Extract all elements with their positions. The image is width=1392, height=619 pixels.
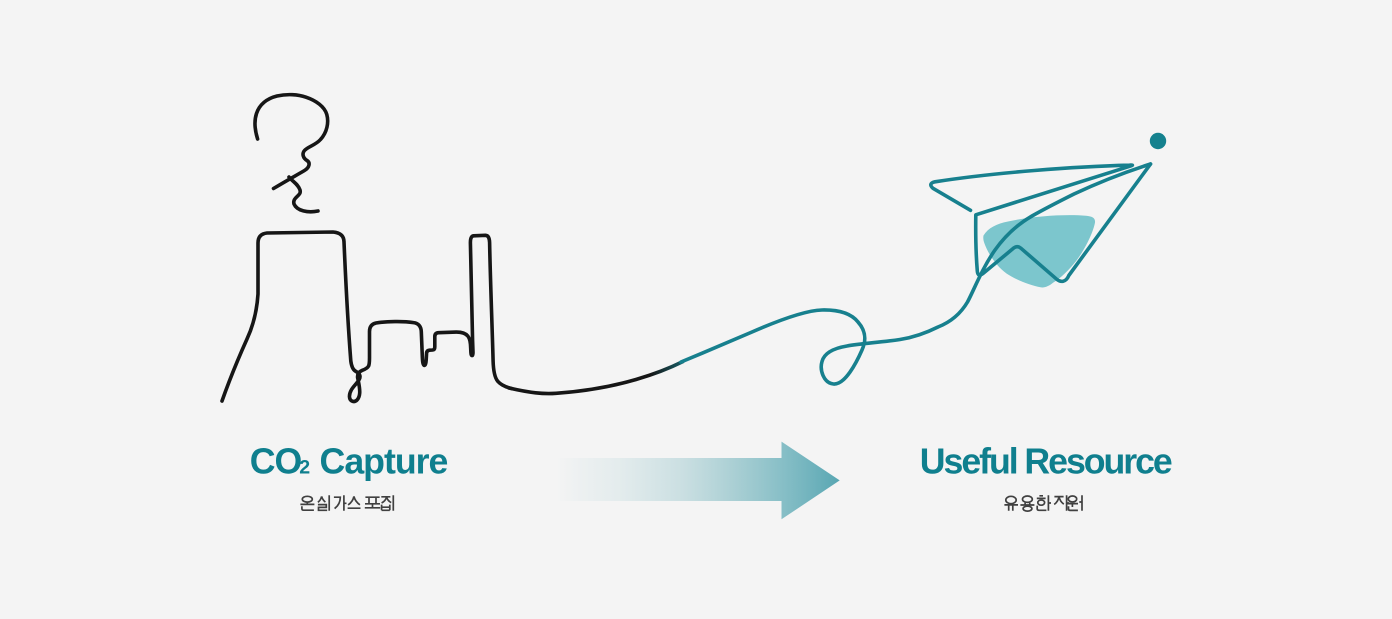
svg-text:CO2 Capture: CO2 Capture (250, 441, 448, 481)
svg-text:Useful Resource: Useful Resource (920, 441, 1172, 481)
